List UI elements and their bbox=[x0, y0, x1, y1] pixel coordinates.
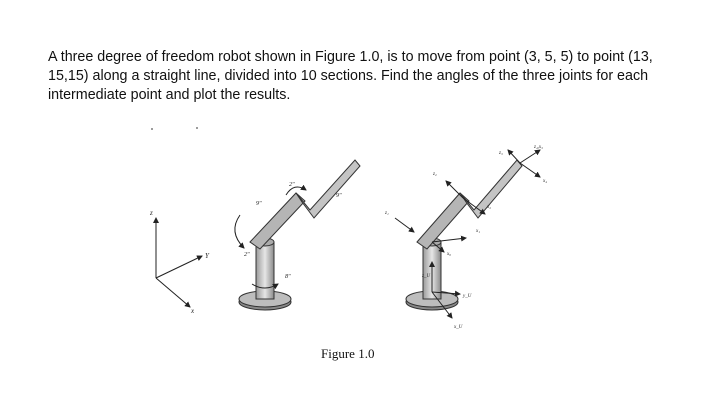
coordinate-axes: z Y x bbox=[149, 209, 210, 315]
stray-dot bbox=[151, 128, 153, 130]
angle-label: 2" bbox=[244, 252, 250, 258]
frame-axis bbox=[519, 162, 541, 178]
frame-axis bbox=[431, 291, 453, 319]
problem-statement: A three degree of freedom robot shown in… bbox=[48, 49, 653, 103]
frame-axis bbox=[507, 149, 521, 164]
x-axis bbox=[155, 277, 191, 308]
frame-label: z₁ bbox=[384, 211, 389, 216]
frame-label: z₃ bbox=[498, 151, 503, 156]
upper-arm bbox=[416, 192, 470, 250]
frame-label: x₄ bbox=[542, 179, 547, 184]
column bbox=[255, 241, 275, 300]
stray-dot bbox=[196, 127, 198, 129]
frame-axis bbox=[445, 180, 464, 199]
angle-label: 2" bbox=[289, 182, 295, 188]
forearm bbox=[459, 159, 523, 219]
figure-caption: Figure 1.0 bbox=[321, 346, 375, 361]
frame-label: x₀ bbox=[446, 252, 451, 257]
frame-label: x_U bbox=[453, 325, 463, 330]
x-axis-label: x bbox=[190, 307, 195, 315]
y-axis bbox=[155, 255, 203, 279]
frame-axis bbox=[519, 149, 541, 164]
angle-label: 9" bbox=[256, 201, 262, 207]
frame-axis bbox=[431, 290, 461, 297]
y-axis-label: Y bbox=[205, 252, 210, 260]
forearm bbox=[295, 159, 361, 219]
rotation-arc bbox=[251, 283, 279, 290]
frame-label: z_U bbox=[421, 274, 430, 279]
angle-label: 9" bbox=[336, 193, 342, 199]
frame-label: x₁ bbox=[475, 229, 480, 234]
left-robot: 9" 2" 9" 2" 8" bbox=[234, 159, 361, 311]
rotation-arc bbox=[234, 214, 245, 249]
frame-label: x₂ bbox=[486, 205, 491, 210]
frame-label: z₂ bbox=[432, 172, 437, 177]
frame-axis bbox=[431, 235, 467, 243]
frame-label: y_U bbox=[462, 294, 472, 299]
frame-axis bbox=[462, 197, 486, 215]
upper-arm bbox=[249, 192, 306, 250]
right-robot: z₄,x₃ z₃ x₄ z₂ x₂ z₁ x₁ x₀ z_U y_U x_U bbox=[384, 145, 547, 330]
rotation-arc bbox=[285, 184, 307, 196]
angle-label: 8" bbox=[285, 274, 291, 280]
frame-axis bbox=[431, 241, 445, 253]
frame-label: z₄,x₃ bbox=[533, 145, 543, 150]
z-axis-label: z bbox=[149, 209, 153, 217]
frame-axis bbox=[394, 217, 415, 233]
